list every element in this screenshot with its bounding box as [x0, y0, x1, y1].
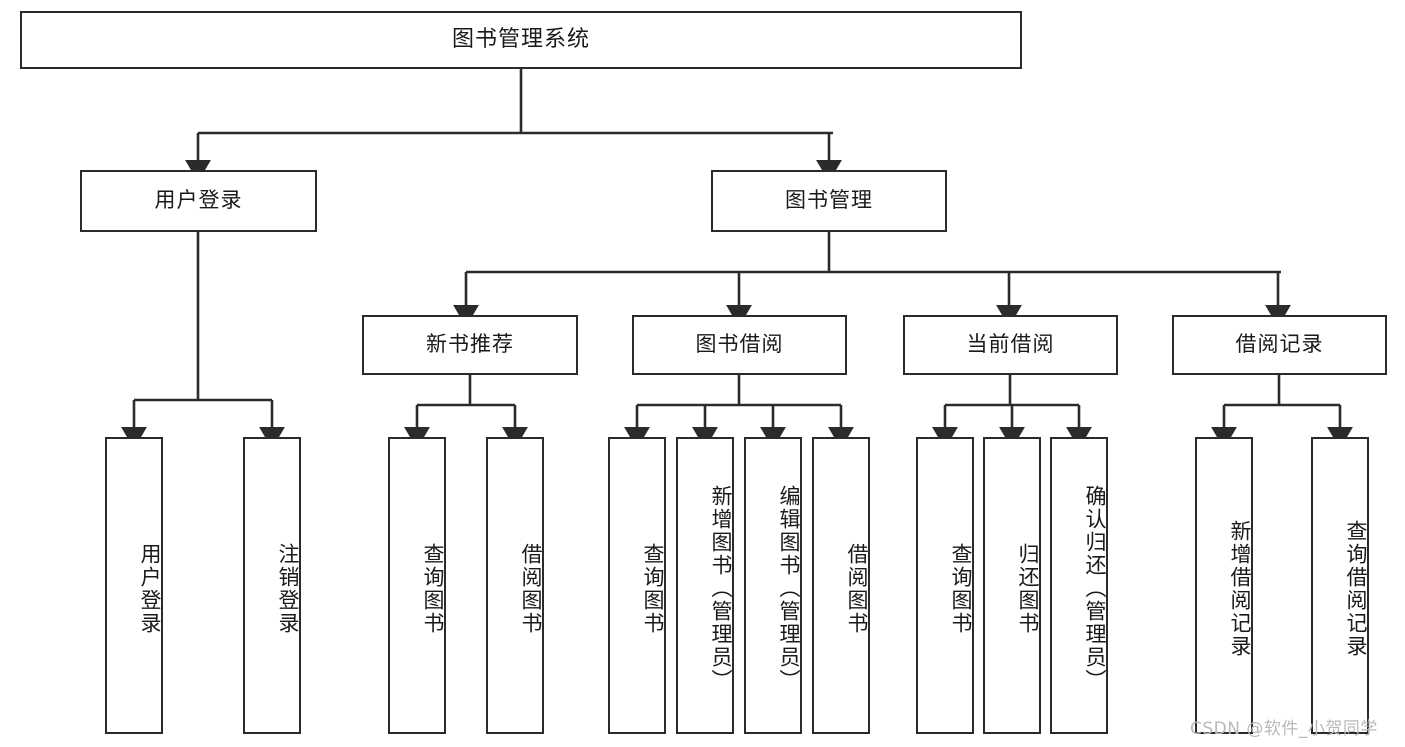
- node-new-book-recommend[interactable]: 新书推荐: [362, 315, 578, 375]
- leaf-borrow-book[interactable]: 借阅图书: [812, 437, 870, 734]
- leaf-logout[interactable]: 注销登录: [243, 437, 301, 734]
- leaf-query-book-borrow[interactable]: 查询图书: [608, 437, 666, 734]
- node-current-borrow[interactable]: 当前借阅: [903, 315, 1118, 375]
- leaf-confirm-return-admin[interactable]: 确认归还（管理员）: [1050, 437, 1108, 734]
- node-root[interactable]: 图书管理系统: [20, 11, 1022, 69]
- leaf-add-borrow-record[interactable]: 新增借阅记录: [1195, 437, 1253, 734]
- node-book-borrow[interactable]: 图书借阅: [632, 315, 847, 375]
- leaf-return-book[interactable]: 归还图书: [983, 437, 1041, 734]
- leaf-query-book-current[interactable]: 查询图书: [916, 437, 974, 734]
- node-book-management[interactable]: 图书管理: [711, 170, 947, 232]
- leaf-edit-book-admin[interactable]: 编辑图书（管理员）: [744, 437, 802, 734]
- leaf-query-borrow-record[interactable]: 查询借阅记录: [1311, 437, 1369, 734]
- leaf-add-book-admin[interactable]: 新增图书（管理员）: [676, 437, 734, 734]
- node-borrow-record[interactable]: 借阅记录: [1172, 315, 1387, 375]
- node-user-login[interactable]: 用户登录: [80, 170, 317, 232]
- leaf-user-login[interactable]: 用户登录: [105, 437, 163, 734]
- csdn-watermark: CSDN @软件_小贺同学: [1190, 719, 1378, 739]
- leaf-borrow-book-newbook[interactable]: 借阅图书: [486, 437, 544, 734]
- leaf-query-book-newbook[interactable]: 查询图书: [388, 437, 446, 734]
